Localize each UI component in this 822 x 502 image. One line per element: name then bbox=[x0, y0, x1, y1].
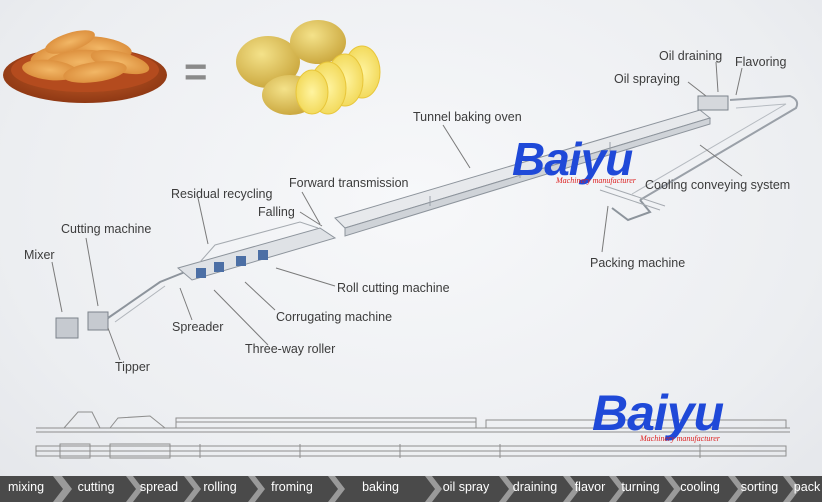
label-falling: Falling bbox=[258, 205, 295, 219]
label-oil-draining: Oil draining bbox=[659, 49, 723, 63]
brand-logo-bottom: Baiyu bbox=[592, 385, 724, 441]
step-sorting: sorting bbox=[740, 480, 779, 494]
brand-tagline-top: Machinery manufacturer bbox=[556, 176, 636, 185]
brand-tagline-bottom: Machinery manufacturer bbox=[640, 434, 720, 443]
step-cutting: cutting bbox=[77, 480, 115, 494]
label-corrugating-machine: Corrugating machine bbox=[276, 310, 393, 324]
label-mixer: Mixer bbox=[24, 248, 55, 262]
label-three-way-roller: Three-way roller bbox=[245, 342, 336, 356]
step-spread: spread bbox=[139, 480, 179, 494]
step-draining: draining bbox=[512, 480, 558, 494]
label-flavoring: Flavoring bbox=[735, 55, 787, 69]
label-packing-machine: Packing machine bbox=[590, 256, 686, 270]
step-turning: turning bbox=[621, 480, 660, 494]
brand-logo-top: Baiyu bbox=[512, 133, 633, 185]
label-cutting-machine: Cutting machine bbox=[61, 222, 152, 236]
step-flavor: flavor bbox=[574, 480, 606, 494]
process-steps-bar: mixing cutting spread rolling froming ba… bbox=[0, 476, 822, 502]
line-layout-drawing bbox=[35, 411, 790, 459]
step-oil-spray: oil spray bbox=[442, 480, 490, 494]
label-oil-spraying: Oil spraying bbox=[614, 72, 680, 86]
step-baking: baking bbox=[362, 480, 399, 494]
label-forward-transmission: Forward transmission bbox=[289, 176, 409, 190]
step-mixing: mixing bbox=[7, 480, 45, 494]
production-line-machinery bbox=[55, 94, 799, 339]
label-spreader: Spreader bbox=[172, 320, 224, 334]
production-line-illustration bbox=[3, 20, 799, 459]
label-cooling-conveying-system: Cooling conveying system bbox=[645, 178, 791, 192]
label-roll-cutting-machine: Roll cutting machine bbox=[337, 281, 450, 295]
label-tipper: Tipper bbox=[115, 360, 150, 374]
potatoes-picture bbox=[236, 20, 381, 115]
label-residual-recycling: Residual recycling bbox=[171, 187, 273, 201]
step-cooling: cooling bbox=[680, 480, 720, 494]
step-rolling: rolling bbox=[203, 480, 237, 494]
callout-leaders bbox=[51, 61, 743, 361]
step-arrow-separators bbox=[53, 476, 800, 502]
label-tunnel-baking-oven: Tunnel baking oven bbox=[413, 110, 522, 124]
step-froming: froming bbox=[271, 480, 313, 494]
chips-plate-picture bbox=[3, 30, 167, 103]
step-pack: pack bbox=[793, 480, 821, 494]
equals-sign: = bbox=[184, 50, 208, 94]
